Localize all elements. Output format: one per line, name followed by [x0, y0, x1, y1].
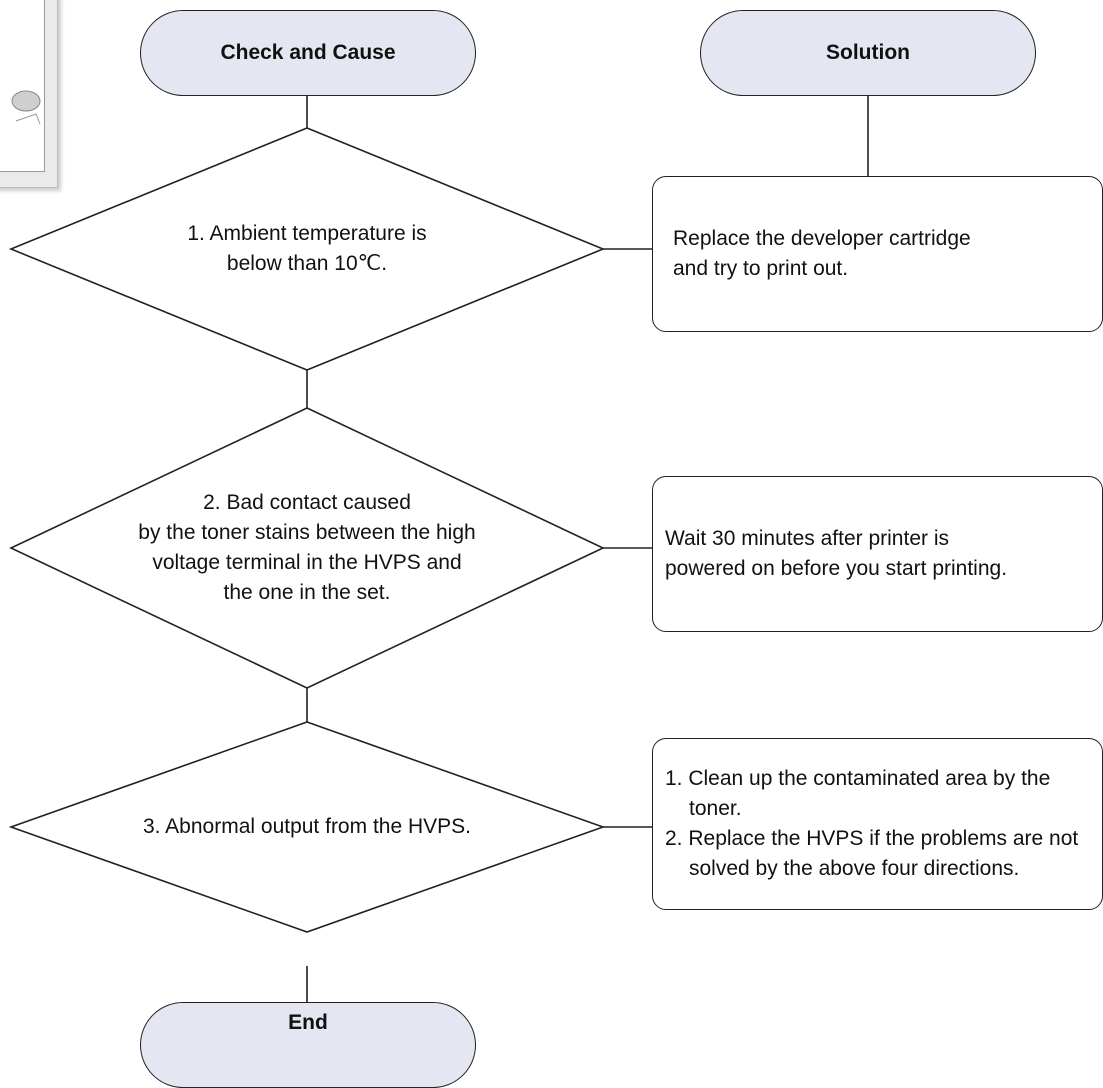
- solution-3-item-2: 2. Replace the HVPS if the problems are …: [665, 827, 1079, 880]
- check-1-line-2: below than 10℃.: [226, 252, 388, 275]
- decision-diamond-2: [9, 407, 605, 689]
- decision-diamond-3: [8, 721, 606, 933]
- check-1-text: 1. Ambient temperature is below than 10℃…: [110, 190, 504, 308]
- decision-diamond-1: [8, 127, 606, 371]
- check-2-line-2: by the toner stains between the high: [138, 521, 476, 545]
- check-3-text: 3. Abnormal output from the HVPS.: [60, 800, 554, 854]
- solution-1-line-2: and try to print out.: [673, 257, 849, 280]
- check-3-line-1: 3. Abnormal output from the HVPS.: [142, 815, 471, 839]
- end-terminal: End: [140, 1002, 476, 1088]
- flowchart-connectors: [8, 96, 869, 1002]
- solution-1-line-1: Replace the developer cartridge: [673, 227, 971, 251]
- printer-sketch-icon: [11, 90, 41, 125]
- check-2-line-3: voltage terminal in the HVPS and: [152, 551, 462, 574]
- solution-box-2: Wait 30 minutes after printer is powered…: [652, 476, 1103, 632]
- check-and-cause-header: Check and Cause: [140, 10, 476, 96]
- solution-2-line-2: powered on before you start printing.: [665, 557, 1008, 580]
- end-label: End: [288, 1011, 328, 1034]
- check-1-line-1: 1. Ambient temperature is: [187, 222, 427, 246]
- thumbnail-image: [0, 0, 45, 172]
- solution-header: Solution: [700, 10, 1036, 96]
- check-2-text: 2. Bad contact caused by the toner stain…: [60, 478, 554, 618]
- check-2-line-1: 2. Bad contact caused: [203, 491, 411, 515]
- solution-3-item-1: 1. Clean up the contaminated area by the…: [665, 767, 1051, 821]
- solution-box-1: Replace the developer cartridge and try …: [652, 176, 1103, 332]
- check-2-line-4: the one in the set.: [223, 580, 391, 604]
- solution-2-line-1: Wait 30 minutes after printer is: [665, 527, 949, 551]
- page-thumbnail: [0, 0, 58, 188]
- solution-box-3: 1. Clean up the contaminated area by the…: [652, 738, 1103, 910]
- solution-3-list: 1. Clean up the contaminated area by the…: [665, 764, 1092, 883]
